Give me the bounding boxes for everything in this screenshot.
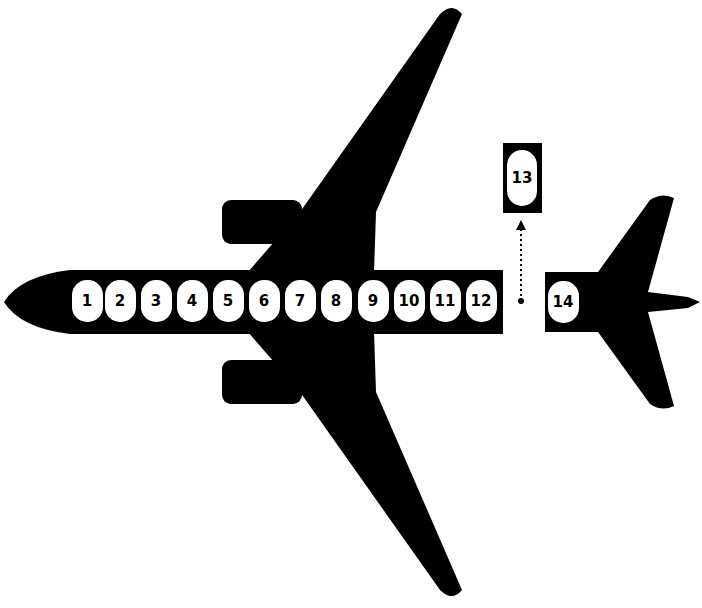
- seat-box: 14: [548, 281, 579, 323]
- engine-pod: [222, 200, 302, 244]
- seat-box: 4: [177, 280, 208, 322]
- seat-number: 13: [512, 169, 533, 187]
- seat-box: 6: [249, 280, 280, 322]
- dotted-arrow-line: [520, 228, 522, 296]
- upper-half: [222, 8, 462, 272]
- seat-number: 1: [82, 292, 92, 310]
- removed-seat-frame: [503, 143, 542, 213]
- seat-box: 5: [213, 280, 244, 322]
- seat-number: 12: [471, 292, 492, 310]
- seat-box: 11: [430, 280, 461, 322]
- arrow-head: [516, 220, 526, 230]
- seat-box: 10: [394, 280, 425, 322]
- arrow-origin-dot: [518, 298, 524, 304]
- seat-number: 7: [295, 292, 305, 310]
- seat-number: 10: [399, 292, 420, 310]
- seat-box: 13: [507, 150, 537, 206]
- seat-number: 2: [115, 292, 125, 310]
- seat-box: 9: [358, 280, 389, 322]
- tail-section: [545, 195, 700, 408]
- seat-box: 8: [321, 280, 352, 322]
- fuselage: [4, 270, 503, 334]
- lower-half: [222, 332, 462, 596]
- seat-number: 5: [223, 292, 233, 310]
- seat-number: 3: [151, 292, 161, 310]
- seat-box: 7: [285, 280, 316, 322]
- seat-box: 1: [72, 280, 103, 322]
- seat-number: 8: [331, 292, 341, 310]
- engine-pod: [222, 360, 302, 404]
- seat-box: 3: [141, 280, 172, 322]
- seat-number: 6: [259, 292, 269, 310]
- seat-number: 9: [368, 292, 378, 310]
- seat-number: 4: [187, 292, 197, 310]
- seat-number: 14: [553, 293, 574, 311]
- seat-number: 11: [435, 292, 456, 310]
- seat-box: 2: [105, 280, 136, 322]
- seat-box: 12: [466, 280, 497, 322]
